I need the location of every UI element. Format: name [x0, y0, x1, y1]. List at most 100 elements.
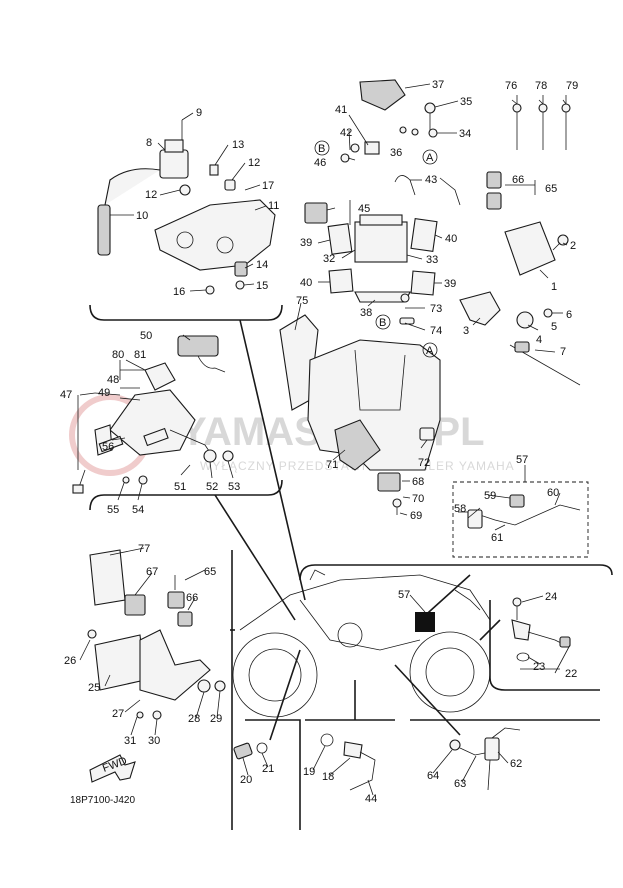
mounting-bracket: [139, 629, 211, 701]
ecu-location-mark: [415, 612, 435, 632]
callout-42: 42: [340, 127, 352, 139]
callout-80: 80: [112, 349, 124, 361]
callout-22: 22: [565, 668, 577, 680]
callout-26: 26: [64, 655, 76, 667]
callout-69: 69: [410, 510, 422, 522]
callout-12: 12: [145, 189, 157, 201]
spark-plug-lead: [104, 168, 161, 206]
callout-29: 29: [210, 713, 222, 725]
ref-mark-a-2: A: [426, 345, 434, 357]
relay-c: [177, 611, 193, 627]
callout-numbers: 9 8 10 12 13 12 17 11 14 15 16 37 35 34 …: [60, 79, 578, 805]
callout-37: 37: [432, 79, 444, 91]
ignition-coil-group: [97, 120, 276, 295]
callout-61: 61: [491, 532, 503, 544]
relay-bottom: [486, 192, 502, 210]
callout-43: 43: [425, 174, 437, 186]
callout-77: 77: [138, 543, 150, 555]
cover: [89, 549, 126, 606]
callout-18: 18: [322, 771, 334, 783]
callout-60: 60: [547, 487, 559, 499]
speed-sensor-group: [511, 597, 571, 662]
callout-53: 53: [228, 481, 240, 493]
relay-top: [486, 171, 502, 189]
grommet: [179, 184, 191, 196]
bracket-connectors: [79, 200, 560, 670]
battery-box-group: [279, 314, 441, 515]
battery-pad: [327, 223, 353, 255]
neutral-switch: [343, 741, 363, 759]
starter-relay: [304, 202, 328, 224]
callout-48: 48: [107, 374, 119, 386]
battery-pad-4: [410, 270, 436, 296]
battery-group: [304, 79, 461, 325]
callout-64: 64: [427, 770, 439, 782]
callout-65b: 65: [204, 566, 216, 578]
battery-pad-3: [328, 268, 354, 294]
brake-switch: [484, 737, 500, 761]
callout-11: 11: [268, 200, 279, 212]
spark-plug-cap: [97, 204, 111, 256]
callout-59: 59: [484, 490, 496, 502]
ref-mark-a: A: [426, 152, 434, 164]
callout-17: 17: [262, 180, 274, 192]
damper-right: [516, 311, 534, 329]
callout-28: 28: [188, 713, 200, 725]
callout-67: 67: [146, 566, 158, 578]
callout-45: 45: [358, 203, 370, 215]
callout-46: 46: [314, 157, 326, 169]
callout-65: 65: [545, 183, 557, 195]
callout-73: 73: [430, 303, 442, 315]
callout-24: 24: [545, 591, 557, 603]
indicator-unit: [177, 335, 219, 357]
callout-6: 6: [566, 309, 572, 321]
ecu-bracket: [459, 291, 501, 326]
terminal-cap: [364, 141, 380, 155]
callout-1: 1: [551, 281, 557, 293]
callout-16: 16: [173, 286, 185, 298]
callout-56: 56: [102, 441, 114, 453]
callout-34: 34: [459, 128, 471, 140]
callout-79: 79: [566, 80, 578, 92]
callout-21: 21: [262, 763, 274, 775]
callout-40b: 40: [445, 233, 457, 245]
callout-27: 27: [112, 708, 124, 720]
callout-72: 72: [418, 457, 430, 469]
callout-51: 51: [174, 481, 186, 493]
battery: [354, 221, 408, 263]
callout-31: 31: [124, 735, 136, 747]
fwd-arrow: FWD: [89, 754, 136, 783]
callout-39b: 39: [444, 278, 456, 290]
callout-19: 19: [303, 766, 315, 778]
callout-62: 62: [510, 758, 522, 770]
callout-32: 32: [323, 253, 335, 265]
callout-76: 76: [505, 80, 517, 92]
rectifier-group: [87, 549, 226, 720]
ref-marks: B A B A: [314, 140, 438, 358]
callout-8: 8: [146, 137, 152, 149]
callout-36: 36: [390, 147, 402, 159]
callout-63: 63: [454, 778, 466, 790]
callout-38: 38: [360, 307, 372, 319]
switch-knob: [144, 362, 176, 391]
speed-sensor: [511, 619, 531, 641]
callout-58: 58: [454, 503, 466, 515]
callout-39: 39: [300, 237, 312, 249]
ref-mark-b: B: [318, 143, 325, 155]
callout-75: 75: [296, 295, 308, 307]
rectifier-regulator: [94, 634, 146, 691]
callout-30: 30: [148, 735, 160, 747]
callout-14: 14: [256, 259, 268, 271]
callout-10: 10: [136, 210, 148, 222]
callout-20: 20: [240, 774, 252, 786]
ignition-coil-cap: [164, 139, 184, 153]
callout-12b: 12: [248, 157, 260, 169]
handlebar-switch-group: [72, 335, 234, 494]
electrical-bracket: [154, 199, 276, 271]
callout-9: 9: [196, 107, 202, 119]
callout-70: 70: [412, 493, 424, 505]
leader-lines: [77, 83, 571, 796]
inset-box: [452, 481, 589, 558]
callout-15: 15: [256, 280, 268, 292]
relay-b: [167, 591, 185, 609]
